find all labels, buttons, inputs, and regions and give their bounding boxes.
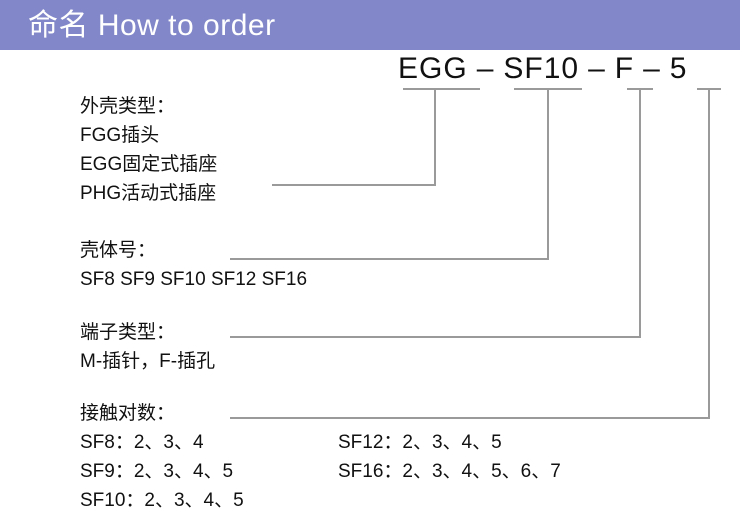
block-shell-type-line-3: PHG活动式插座 <box>80 183 217 204</box>
block-contact-count: 接触对数： SF8：2、3、4 SF9：2、3、4、5 SF10：2、3、4、5… <box>80 399 700 515</box>
block-shell-size-title: 壳体号： <box>80 240 157 261</box>
leader-path-1 <box>272 89 436 186</box>
header-band: 命名 How to order <box>0 0 740 50</box>
code-segment-shell-size: SF10 <box>503 52 580 85</box>
block-shell-type-title: 外壳类型： <box>80 96 176 117</box>
contact-count-sf8: SF8：2、3、4 <box>80 432 204 453</box>
block-shell-size-line-1: SF8 SF9 SF10 SF12 SF16 <box>80 269 308 290</box>
block-contact-type: 端子类型： M-插针，F-插孔 <box>80 318 215 376</box>
block-shell-type: 外壳类型： FGG插头 EGG固定式插座 PHG活动式插座 <box>80 92 217 208</box>
block-contact-type-title: 端子类型： <box>80 322 176 343</box>
order-code-row: EGG–SF10–F–5 <box>398 52 687 86</box>
contact-count-column-right: SF12：2、3、4、5 SF16：2、3、4、5、6、7 <box>338 428 561 486</box>
code-segment-shell-type: EGG <box>398 52 468 85</box>
contact-count-sf9: SF9：2、3、4、5 <box>80 461 234 482</box>
code-separator-1: – <box>476 52 495 85</box>
contact-count-columns: SF8：2、3、4 SF9：2、3、4、5 SF10：2、3、4、5 SF12：… <box>80 428 700 515</box>
code-segment-contact-type: F <box>614 52 635 85</box>
code-separator-3: – <box>643 52 661 85</box>
block-shell-type-line-2: EGG固定式插座 <box>80 154 218 175</box>
code-separator-2: – <box>588 52 606 85</box>
contact-count-sf16: SF16：2、3、4、5、6、7 <box>338 461 561 482</box>
block-shell-size: 壳体号： SF8 SF9 SF10 SF12 SF16 <box>80 236 307 294</box>
page-title: 命名 How to order <box>28 9 276 42</box>
block-contact-count-title: 接触对数： <box>80 403 176 424</box>
code-segment-contact-count: 5 <box>669 52 688 85</box>
block-contact-type-line-1: M-插针，F-插孔 <box>80 351 216 372</box>
leader-path-3 <box>230 89 641 338</box>
contact-count-column-left: SF8：2、3、4 SF9：2、3、4、5 SF10：2、3、4、5 <box>80 428 338 515</box>
contact-count-sf12: SF12：2、3、4、5 <box>338 432 502 453</box>
contact-count-sf10: SF10：2、3、4、5 <box>80 490 244 511</box>
block-shell-type-line-1: FGG插头 <box>80 125 160 146</box>
leader-path-2 <box>230 89 549 260</box>
